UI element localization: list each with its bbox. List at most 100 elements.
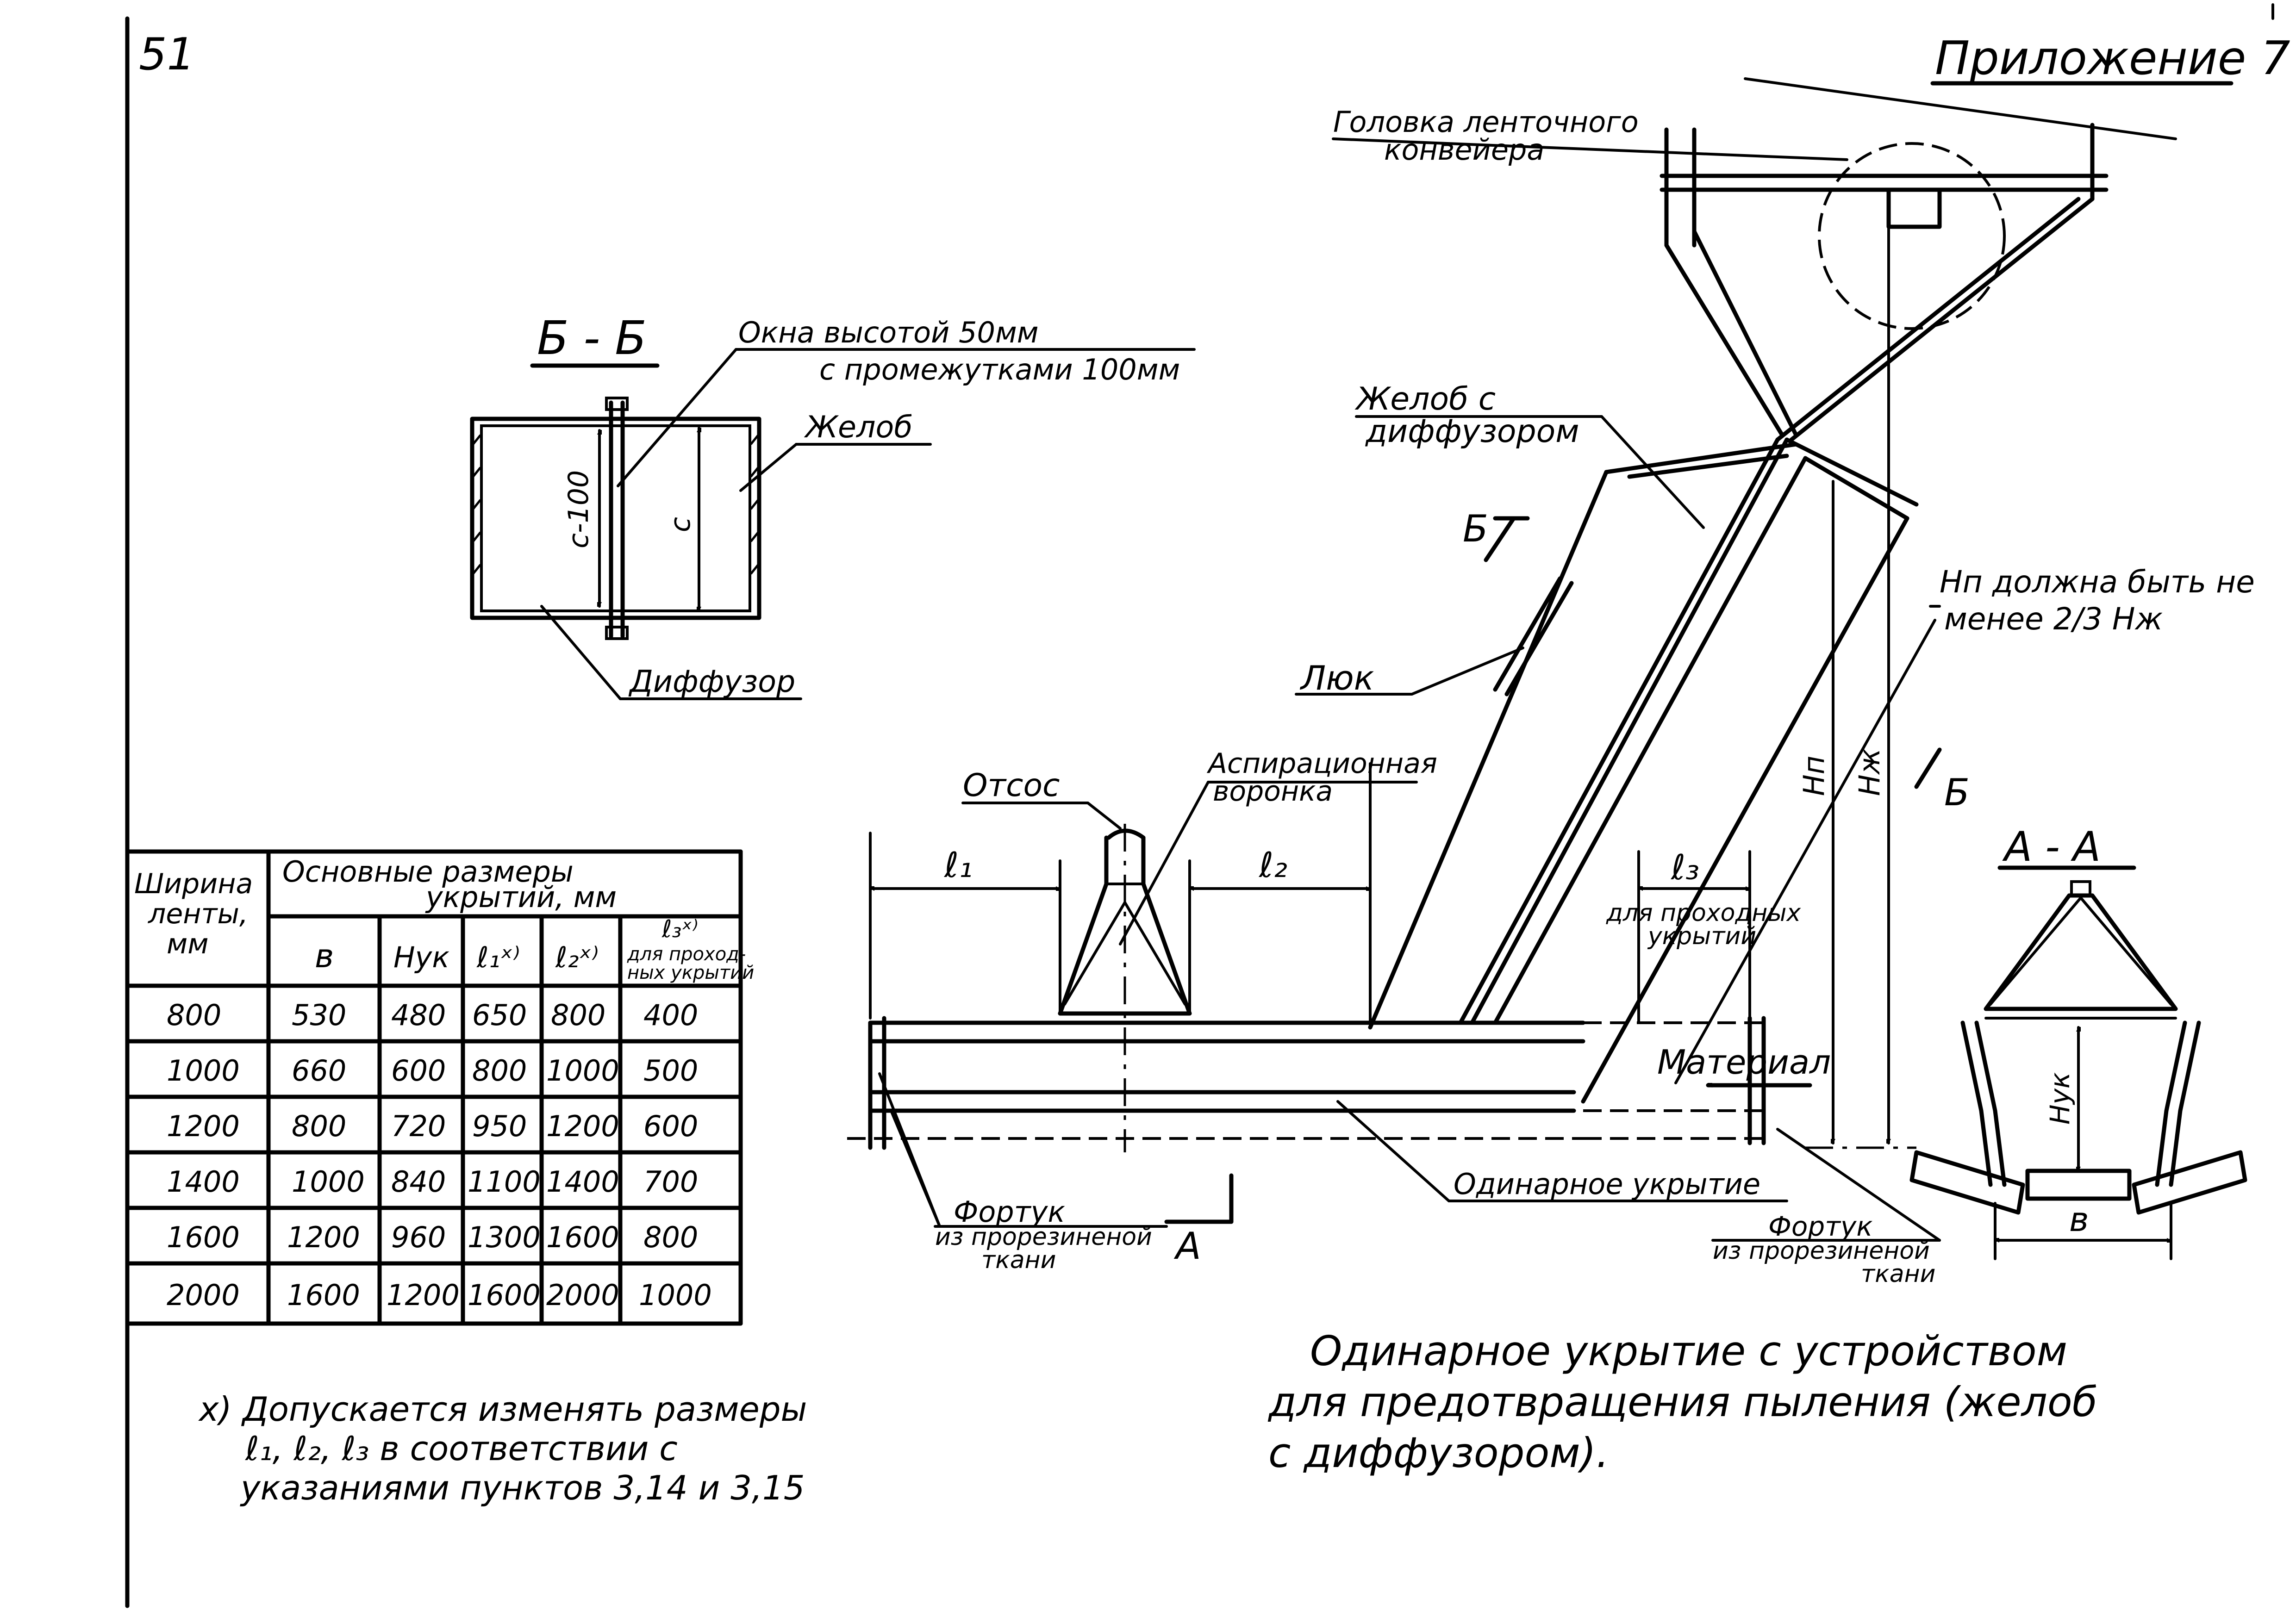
- table-cell: 1400: [167, 1165, 240, 1199]
- table-header-width-line1: Ширина: [134, 868, 253, 900]
- table-cell: 800: [551, 998, 605, 1032]
- table-row: 2000 1600 1200 1600 2000 1000: [167, 1278, 712, 1312]
- table-cell: 1600: [167, 1220, 240, 1254]
- section-aa-title: А - А: [2002, 823, 2101, 871]
- apron-left-line3: ткани: [981, 1246, 1056, 1274]
- passage-note-line2: укрытий: [1647, 922, 1756, 950]
- material-label: Материал: [1657, 1043, 1831, 1082]
- table-cell: 800: [472, 1054, 527, 1088]
- table-cell: 2000: [167, 1278, 240, 1312]
- section-mark-b-top: Б: [1463, 507, 1488, 550]
- table-cell: 800: [167, 998, 221, 1032]
- table-cell: 480: [391, 998, 446, 1032]
- aspiration-label-line1: Аспирационная: [1206, 747, 1437, 780]
- dim-hyk: Нук: [2044, 1072, 2076, 1125]
- table-cell: 500: [643, 1054, 698, 1088]
- section-aa: А - А Нук в: [1909, 823, 2247, 1260]
- window-note-line1: Окна высотой 50мм: [738, 316, 1039, 349]
- dim-l3: ℓ₃: [1670, 847, 1699, 888]
- table-cell: 950: [472, 1109, 527, 1143]
- chute-label: Желоб: [804, 410, 912, 445]
- table-subheader-l3-note-line2: ных укрытий: [627, 962, 754, 983]
- hn-note-line1: Нп должна быть не: [1940, 564, 2255, 600]
- hatch-label: Люк: [1299, 659, 1374, 697]
- table-cell: 400: [643, 998, 698, 1032]
- hn-note-line2: менее 2/3 Нж: [1944, 601, 2163, 637]
- table-cell: 840: [391, 1165, 446, 1199]
- chute-label-line1: Желоб с: [1354, 381, 1496, 417]
- page-number: 51: [139, 29, 195, 80]
- table-cell: 1300: [468, 1220, 541, 1254]
- table-group-header-line2: укрытий, мм: [425, 880, 617, 914]
- table-cell: 1200: [287, 1220, 360, 1254]
- table-cell: 1200: [387, 1278, 460, 1312]
- caption-line2: для предотвращения пыления (желоб: [1267, 1378, 2097, 1426]
- window-note-line2: с промежутками 100мм: [819, 353, 1180, 386]
- table-row: 1200 800 720 950 1200 600: [167, 1109, 698, 1143]
- table-row: 1600 1200 960 1300 1600 800: [167, 1220, 698, 1254]
- dim-l1: ℓ₁: [943, 845, 973, 885]
- suction-label: Отсос: [963, 767, 1060, 804]
- chute-label-line2: диффузором: [1365, 413, 1579, 450]
- diffuser-label: Диффузор: [628, 665, 795, 699]
- footnote-line3: указаниями пунктов 3,14 и 3,15: [240, 1468, 805, 1507]
- apron-left-line1: Фортук: [954, 1195, 1065, 1229]
- main-view: Головка ленточного конвейера Желоб с диф…: [847, 77, 2255, 1288]
- table-cell: 960: [391, 1220, 446, 1254]
- table-subheader-l3: ℓ₃ˣ⁾: [661, 915, 698, 943]
- dimensions-table: Ширина ленты, мм Основные размеры укрыти…: [125, 849, 754, 1326]
- table-cell: 530: [292, 998, 346, 1032]
- dim-hn: Нп: [1797, 756, 1831, 796]
- table-row: 800 530 480 650 800 400: [167, 998, 698, 1032]
- caption-line1: Одинарное укрытие с устройством: [1310, 1327, 2067, 1375]
- dim-c: c: [664, 517, 697, 532]
- footnote-line1: х) Допускается изменять размеры: [198, 1390, 807, 1429]
- table-cell: 600: [391, 1054, 446, 1088]
- caption-line3: с диффузором).: [1268, 1429, 1609, 1477]
- section-mark-a: А: [1173, 1225, 1201, 1268]
- table-cell: 800: [643, 1220, 698, 1254]
- table-cell: 1600: [287, 1278, 360, 1312]
- table-cell: 2000: [546, 1278, 619, 1312]
- table-cell: 1600: [468, 1278, 541, 1312]
- section-mark-b-bottom: Б: [1944, 771, 1970, 814]
- table-subheader-l1: ℓ₁ˣ⁾: [476, 940, 520, 974]
- table-cell: 700: [643, 1165, 698, 1199]
- dim-l2: ℓ₂: [1258, 845, 1287, 885]
- table-cell: 1000: [167, 1054, 240, 1088]
- table-header-width-line2: ленты,: [148, 898, 248, 930]
- table-cell: 1200: [167, 1109, 240, 1143]
- table-cell: 1100: [468, 1165, 541, 1199]
- table-subheader-l2: ℓ₂ˣ⁾: [555, 940, 599, 974]
- table-header-width-line3: мм: [167, 928, 209, 960]
- caption: Одинарное укрытие с устройством для пред…: [1267, 1327, 2097, 1477]
- table-cell: 1400: [546, 1165, 619, 1199]
- table-cell: 1200: [546, 1109, 619, 1143]
- dim-b: в: [2069, 1200, 2089, 1239]
- single-cover-label: Одинарное укрытие: [1454, 1167, 1760, 1201]
- table-cell: 800: [292, 1109, 346, 1143]
- dim-c-minus-100: c-100: [562, 470, 595, 548]
- table-subheader-hyk: Нук: [393, 940, 449, 974]
- table-cell: 1000: [292, 1165, 365, 1199]
- table-cell: 1000: [639, 1278, 712, 1312]
- apron-right-line1: Фортук: [1768, 1211, 1872, 1242]
- conveyor-head-line2: конвейера: [1384, 133, 1544, 167]
- conveyor-head-line1: Головка ленточного: [1333, 105, 1639, 139]
- appendix-label: Приложение 7: [1935, 31, 2290, 85]
- dim-hzh: Нж: [1853, 748, 1886, 796]
- table-cell: 1600: [546, 1220, 619, 1254]
- section-bb-title: Б - Б: [537, 311, 647, 365]
- section-bb: Б - Б c-100 c Окна высотой 5: [470, 311, 1196, 700]
- table-cell: 720: [391, 1109, 446, 1143]
- wall-hatching: [472, 434, 759, 575]
- aspiration-label-line2: воронка: [1213, 775, 1333, 808]
- footnote: х) Допускается изменять размеры ℓ₁, ℓ₂, …: [198, 1390, 807, 1507]
- table-row: 1000 660 600 800 1000 500: [167, 1054, 698, 1088]
- footnote-line2: ℓ₁, ℓ₂, ℓ₃ в соответствии с: [244, 1429, 678, 1468]
- apron-right-line3: ткани: [1861, 1260, 1935, 1288]
- table-cell: 1000: [546, 1054, 619, 1088]
- table-subheader-l3-note-line1: для проход-: [627, 944, 746, 965]
- table-cell: 600: [643, 1109, 698, 1143]
